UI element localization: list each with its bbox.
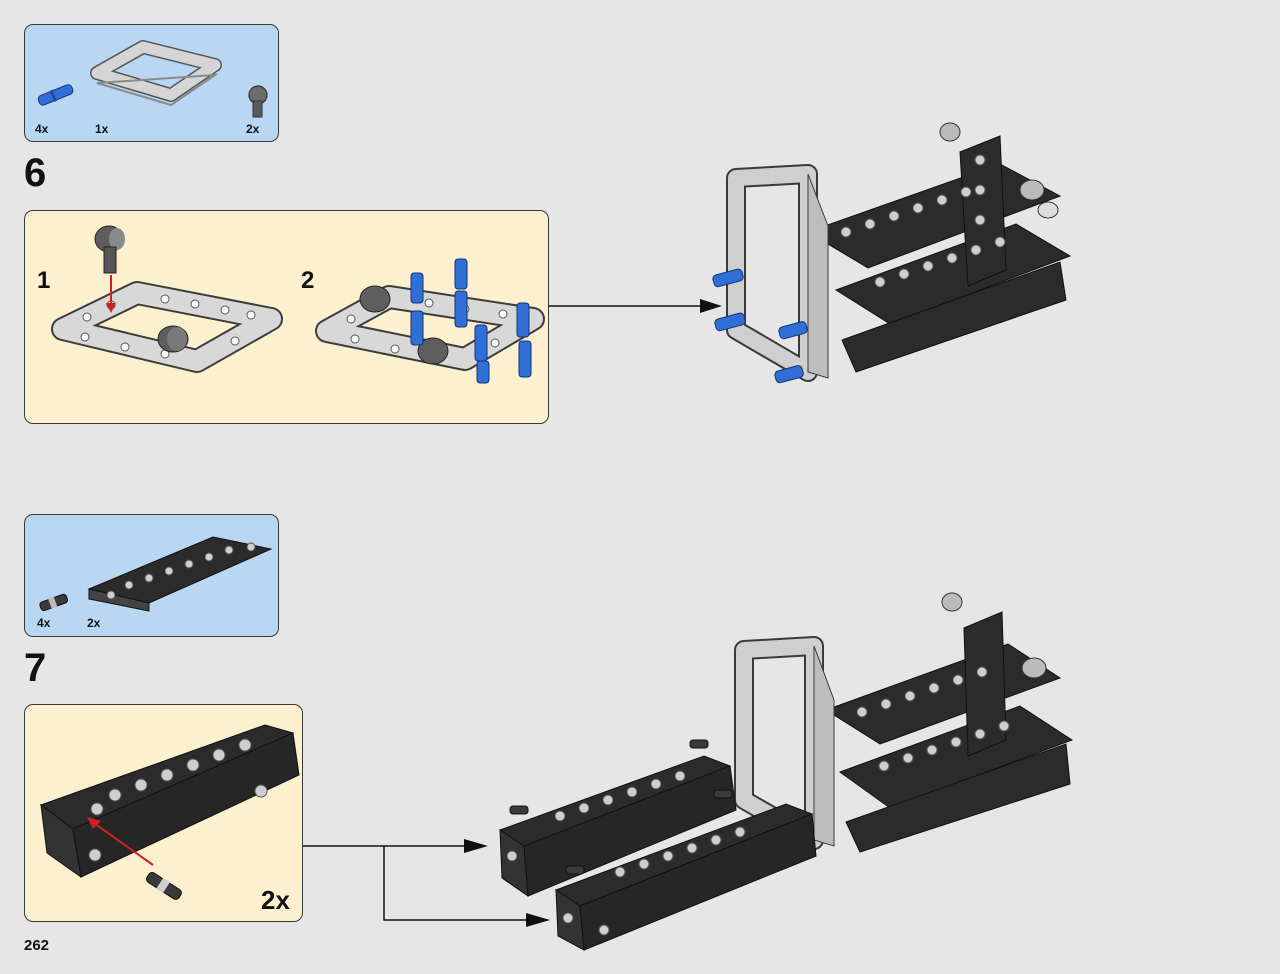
step7-parts-drawing — [39, 536, 273, 612]
blue-pins — [712, 268, 808, 384]
dark-connector-icon — [94, 225, 125, 274]
grey-frame-icon — [90, 40, 222, 107]
part-qty-beam: 2x — [87, 616, 101, 630]
step6-parts-drawing — [37, 40, 268, 118]
substep-number-1: 1 — [37, 267, 51, 294]
black-beam-assembly-sub — [39, 724, 300, 879]
black-beam-assembly-right — [824, 592, 1074, 853]
step7-substep-drawing — [39, 724, 300, 900]
step-number-6: 6 — [24, 151, 47, 195]
step6-substep-box: 1 2 — [24, 210, 549, 424]
part-qty-blue-pin: 4x — [35, 122, 49, 136]
pin-icon — [39, 593, 69, 612]
frame-assembly-2 — [315, 258, 545, 384]
pin-icon — [146, 872, 182, 900]
step7-parts-box: 4x 2x — [24, 514, 279, 637]
multiplier-2x: 2x — [261, 885, 290, 915]
frame-assembly-1 — [51, 225, 283, 373]
part-qty-connector: 2x — [246, 122, 260, 136]
blue-axle-pin-icon — [37, 84, 74, 106]
connector-arrows — [303, 845, 540, 921]
part-qty-pin: 4x — [37, 616, 51, 630]
step-number-7: 7 — [24, 646, 47, 690]
part-qty-frame: 1x — [95, 122, 109, 136]
step6-parts-box: 4x 1x 2x — [24, 24, 279, 142]
dark-connector-icon — [248, 85, 268, 118]
step7-substep-box: 2x — [24, 704, 303, 922]
step6-substep-drawing — [51, 225, 545, 384]
page-number: 262 — [24, 937, 50, 954]
black-beam-assembly — [806, 122, 1072, 373]
substep-number-2: 2 — [301, 267, 315, 294]
black-beam-assembly-left — [498, 739, 817, 951]
black-beam-icon — [87, 536, 273, 612]
